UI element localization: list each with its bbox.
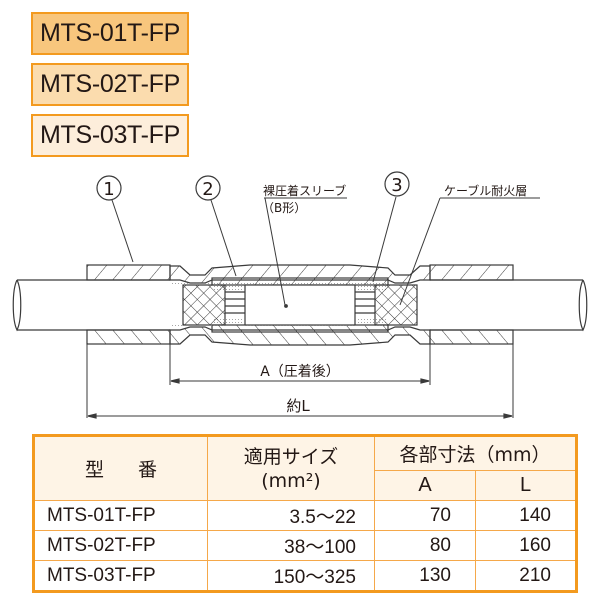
cell-model: MTS-02T-FP [33,530,208,561]
cell-l: 160 [475,530,577,561]
cell-size: 38〜100 [207,530,375,561]
table-row: MTS-01T-FP 3.5〜22 70 140 [33,500,577,531]
dimension-l-line [87,413,513,419]
model-label-text: MTS-03T-FP [39,121,181,149]
model-label-mts-03t-fp: MTS-03T-FP [31,114,189,157]
label-fire-resistant-layer: ケーブル耐火層 [444,183,527,198]
sleeve-cross-section-diagram: 1 2 3 裸圧着スリーブ （B形） ケーブル耐火層 A（圧着後） 約L [12,171,588,419]
callout-3: 3 [384,171,410,197]
svg-text:3: 3 [391,175,402,196]
specification-table: 型 番 適用サイズ (mm²) 各部寸法（mm） A L MTS-01T-FP … [32,434,578,593]
label-dimension-a: A（圧着後） [260,364,340,380]
label-dimension-l: 約L [286,397,310,415]
callout-1: 1 [96,175,122,201]
cell-l: 210 [475,560,577,592]
model-label-text: MTS-02T-FP [39,70,181,98]
dimension-a-line [170,378,430,384]
left-cable [12,279,170,332]
model-label-text: MTS-01T-FP [39,19,181,47]
label-crimp-sleeve-type: （B形） [262,201,306,215]
outer-tube-right [429,264,514,345]
cell-model: MTS-03T-FP [33,560,208,592]
cell-size: 150〜325 [207,560,375,592]
cell-size: 3.5〜22 [207,500,375,531]
fire-resistant-layer [172,282,418,328]
conductor-strands [212,285,388,325]
table-row: MTS-02T-FP 38〜100 80 160 [33,530,577,561]
header-dimensions: 各部寸法（mm） [374,435,577,471]
svg-text:2: 2 [202,179,213,200]
label-crimp-sleeve: 裸圧着スリーブ [263,183,346,198]
header-model: 型 番 [33,435,208,501]
cell-l: 140 [475,500,577,531]
header-size-label: 適用サイズ [243,445,339,468]
right-cable [430,279,588,332]
header-size-unit: (mm²) [261,469,321,492]
header-applicable-size: 適用サイズ (mm²) [207,435,375,501]
cell-model: MTS-01T-FP [33,500,208,531]
model-label-mts-02t-fp: MTS-02T-FP [31,63,189,106]
header-col-a: A [374,470,476,501]
svg-text:1: 1 [103,179,114,200]
header-col-l: L [475,470,577,501]
cell-a: 80 [374,530,476,561]
outer-tube-left [86,264,171,345]
callout-2: 2 [195,175,221,201]
model-label-mts-01t-fp: MTS-01T-FP [31,12,189,55]
cell-a: 70 [374,500,476,531]
table-row: MTS-03T-FP 150〜325 130 210 [33,560,577,592]
cell-a: 130 [374,560,476,592]
